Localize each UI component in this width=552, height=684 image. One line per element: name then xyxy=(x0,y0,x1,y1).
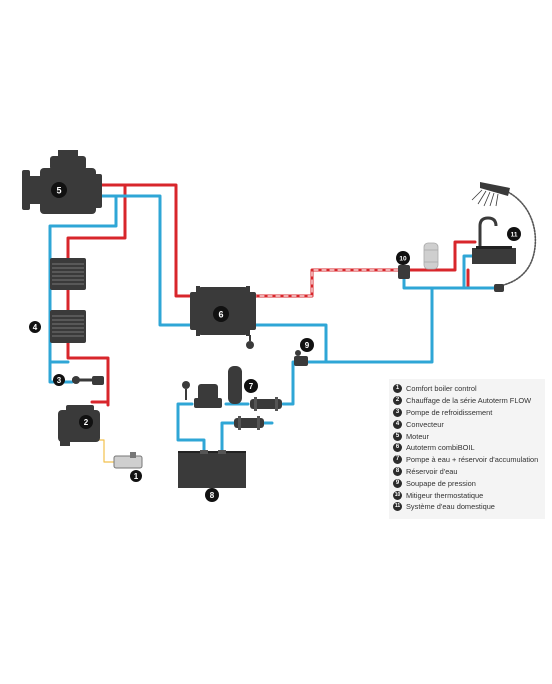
marker-10: 10 xyxy=(396,251,410,265)
inline-filter xyxy=(250,397,282,411)
boiler-control-panel xyxy=(113,452,143,469)
legend-number: 9 xyxy=(393,478,402,488)
marker-1-label: 1 xyxy=(134,472,139,481)
legend-label: Mitigeur thermostatique xyxy=(406,490,484,500)
legend-item-11: 11 Système d'eau domestique xyxy=(393,501,545,513)
legend-item-9: 9 Soupape de pression xyxy=(393,477,545,489)
marker-4-label: 4 xyxy=(33,323,38,332)
legend-number: 3 xyxy=(393,407,402,417)
accumulator-tank-grey xyxy=(423,242,439,270)
hot-pipe-engine-to-boiler xyxy=(98,183,192,298)
thermostatic-mixer xyxy=(398,265,410,279)
cold-pipe-main-return xyxy=(298,276,434,364)
marker-7: 7 xyxy=(244,379,258,393)
inline-filter-lower xyxy=(234,416,264,430)
convector-top xyxy=(50,258,86,290)
marker-3: 3 xyxy=(53,374,65,386)
legend-number: 11 xyxy=(393,502,402,512)
legend-label: Autoterm combiBOIL xyxy=(406,443,475,453)
water-pump-accumulator xyxy=(182,366,242,408)
hot-pipe-to-consumer xyxy=(466,268,496,290)
legend-item-7: 7 Pompe à eau + réservoir d'accumulation xyxy=(393,454,545,466)
cold-pipe-left-loop xyxy=(48,194,118,364)
marker-6: 6 xyxy=(213,306,229,322)
marker-11-label: 11 xyxy=(511,232,518,239)
sink-basin xyxy=(472,216,516,264)
shower-hose xyxy=(499,191,537,287)
engine xyxy=(22,150,102,214)
legend-item-1: 1 Comfort boiler control xyxy=(393,383,545,395)
cold-pipe-pump-line xyxy=(176,402,250,454)
flow-heater xyxy=(58,405,100,446)
hot-pipe-mixer-to-tap xyxy=(408,240,477,272)
marker-5-label: 5 xyxy=(56,186,61,196)
coolant-pump xyxy=(72,376,104,385)
legend-item-4: 4 Convecteur xyxy=(393,418,545,430)
shower-head xyxy=(471,182,510,207)
marker-4: 4 xyxy=(29,321,41,333)
pipes xyxy=(48,183,537,463)
hot-pipe-engine-branch xyxy=(66,183,127,260)
legend-number: 6 xyxy=(393,443,402,453)
marker-7-label: 7 xyxy=(249,382,254,391)
hot-pipe-dash-overlay xyxy=(251,269,405,297)
legend-number: 7 xyxy=(393,455,402,465)
marker-1: 1 xyxy=(130,470,142,482)
legend-label: Chauffage de la série Autoterm FLOW xyxy=(406,396,532,406)
legend-number: 4 xyxy=(393,419,402,429)
legend-label: Pompe de refroidissement xyxy=(406,407,493,417)
marker-10-label: 10 xyxy=(399,256,407,263)
legend-label: Soupape de pression xyxy=(406,478,476,488)
legend-label: Système d'eau domestique xyxy=(406,502,495,512)
marker-6-label: 6 xyxy=(218,310,223,320)
legend-number: 5 xyxy=(393,431,402,441)
control-wire xyxy=(97,439,117,463)
marker-8-label: 8 xyxy=(210,491,215,500)
legend-number: 8 xyxy=(393,466,402,476)
hot-pipe-boiler-to-mixer xyxy=(250,268,406,298)
marker-2: 2 xyxy=(79,415,93,429)
tap-right xyxy=(494,284,504,292)
marker-2-label: 2 xyxy=(84,418,89,427)
marker-8: 8 xyxy=(205,488,219,502)
legend-item-3: 3 Pompe de refroidissement xyxy=(393,407,545,419)
legend-label: Moteur xyxy=(406,431,430,441)
water-tank xyxy=(178,450,246,488)
cold-pipe-tank-line xyxy=(220,421,274,454)
legend-item-10: 10 Mitigeur thermostatique xyxy=(393,489,545,501)
hot-pipe-to-pump xyxy=(66,341,110,404)
cold-pipe-boiler-out xyxy=(250,323,328,364)
legend-label: Pompe à eau + réservoir d'accumulation xyxy=(406,455,539,465)
legend-item-8: 8 Réservoir d'eau xyxy=(393,466,545,478)
legend-label: Convecteur xyxy=(406,419,444,429)
legend-number: 2 xyxy=(393,396,402,406)
legend-label: Réservoir d'eau xyxy=(406,466,458,476)
legend-number: 1 xyxy=(393,384,402,394)
marker-3-label: 3 xyxy=(57,376,62,385)
legend: 1 Comfort boiler control 2 Chauffage de … xyxy=(389,379,545,519)
legend-item-6: 6 Autoterm combiBOIL xyxy=(393,442,545,454)
marker-5: 5 xyxy=(51,182,67,198)
marker-9-label: 9 xyxy=(305,341,310,350)
legend-label: Comfort boiler control xyxy=(406,384,477,394)
legend-item-5: 5 Moteur xyxy=(393,430,545,442)
pressure-valve xyxy=(294,350,308,366)
cold-pipe-engine-return xyxy=(98,194,192,327)
marker-9: 9 xyxy=(300,338,314,352)
legend-number: 10 xyxy=(393,490,402,500)
convector-bottom xyxy=(50,310,86,343)
marker-11: 11 xyxy=(507,227,521,241)
legend-item-2: 2 Chauffage de la série Autoterm FLOW xyxy=(393,395,545,407)
cold-pipe-valve-down xyxy=(281,360,302,406)
